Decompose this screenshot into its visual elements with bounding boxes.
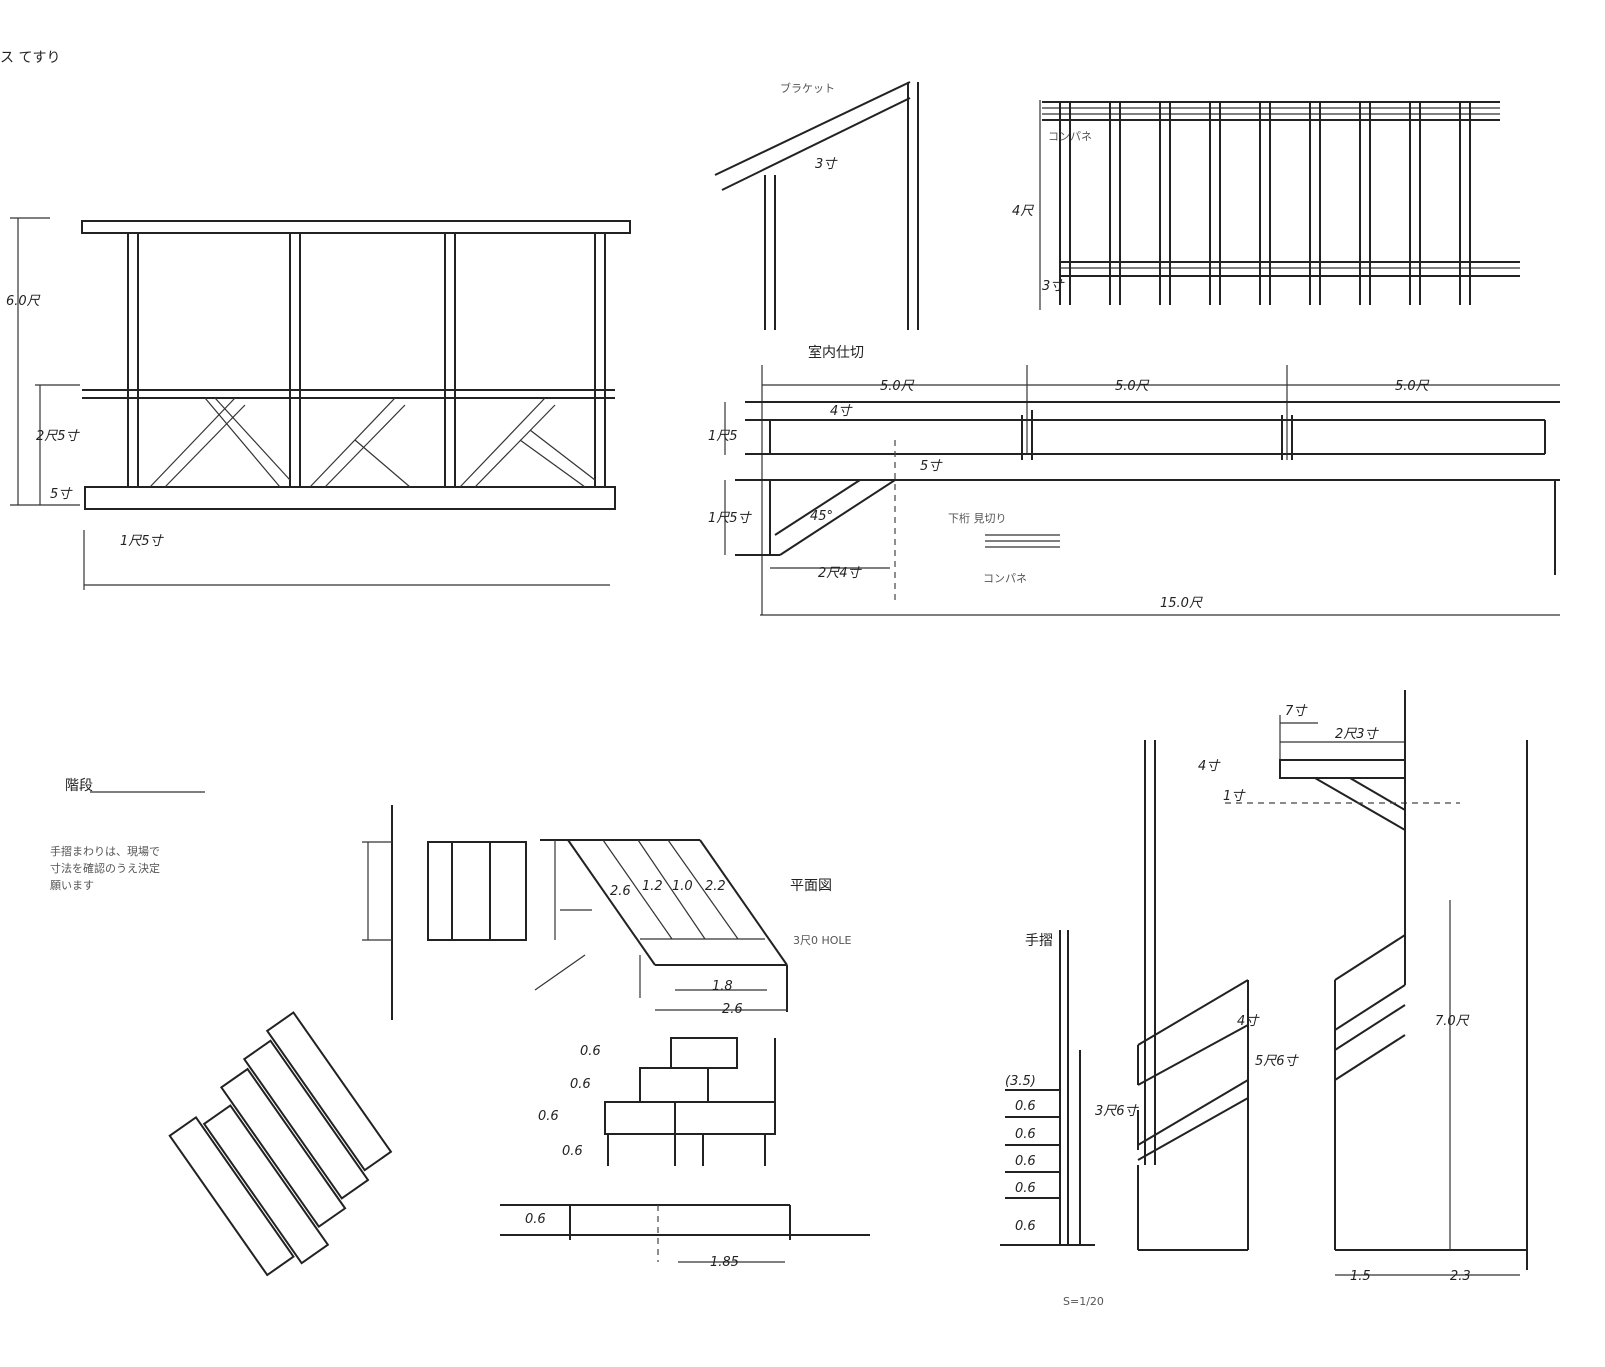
side-dim-6: 0.6 xyxy=(1015,1219,1036,1234)
rail-section: ブラケット 3寸 xyxy=(714,81,919,330)
top-offset-dim: 7寸 xyxy=(1285,704,1308,719)
total-dim: 15.0尺 xyxy=(1160,596,1203,611)
plan-width-dim: 1.8 xyxy=(712,979,733,994)
front-height-dim: 4尺 xyxy=(1012,204,1034,219)
hole-label: 3尺0 HOLE xyxy=(793,934,852,947)
railing-elevation: 6.0尺 2尺5寸 5寸 1尺5寸 xyxy=(6,217,631,590)
plan-total-dim: 2.6 xyxy=(722,1002,743,1017)
lower-height-dim: 1尺5寸 xyxy=(708,511,753,526)
rail-size-dim: 4寸 xyxy=(1237,1014,1260,1029)
height-dim: 6.0尺 xyxy=(6,294,41,309)
scale-label: S=1/20 xyxy=(1063,1295,1104,1308)
handrail-label: 手摺 xyxy=(1025,933,1053,949)
riser-dim-3: 0.6 xyxy=(538,1109,559,1124)
post-dim: 1尺5寸 xyxy=(120,534,165,549)
sheet-title: ス てすり xyxy=(0,50,60,66)
rail-front: コンパネ 4尺 3寸 xyxy=(1012,100,1520,310)
side-dim-5: 0.6 xyxy=(1015,1181,1036,1196)
span-1: 5.0尺 xyxy=(880,379,915,394)
side-dim-2: 0.6 xyxy=(1015,1099,1036,1114)
plan-label: 平面図 xyxy=(790,878,832,894)
bottom-dim-1: 1.5 xyxy=(1350,1269,1371,1284)
front-bottom-dim: 3寸 xyxy=(1042,279,1065,294)
side-dim-4: 0.6 xyxy=(1015,1154,1036,1169)
plan-dim-1: 2.6 xyxy=(610,884,631,899)
plan-dim-2: 1.2 xyxy=(642,879,663,894)
span-2: 5.0尺 xyxy=(1115,379,1150,394)
newel-height-dim: 5尺6寸 xyxy=(1255,1054,1300,1069)
total-height-dim: 7.0尺 xyxy=(1435,1014,1470,1029)
riser-dim-2: 0.6 xyxy=(570,1077,591,1092)
plan-dim-4: 2.2 xyxy=(705,879,726,894)
section-dim: 3寸 xyxy=(815,157,838,172)
stairs-title: 階段 xyxy=(65,778,93,794)
stairs-note-1: 手摺まわりは、現場で xyxy=(50,844,160,858)
bottom-dim-2: 2.3 xyxy=(1450,1269,1471,1284)
riser-dim-1: 0.6 xyxy=(580,1044,601,1059)
post-height-dim: 3尺6寸 xyxy=(1095,1104,1140,1119)
sill-panel-label: コンパネ xyxy=(983,572,1027,585)
stairs-drawings: 階段 手摺まわりは、現場で 寸法を確認のうえ決定 願います 2.6 1.2 1.… xyxy=(50,778,870,1277)
side-dim-1: (3.5) xyxy=(1005,1074,1036,1089)
stairs-note-2: 寸法を確認のうえ決定 xyxy=(50,861,160,875)
bottom-width-dim: 1.85 xyxy=(710,1255,739,1270)
side-dim-3: 0.6 xyxy=(1015,1127,1036,1142)
mid-gap-dim: 5寸 xyxy=(920,459,943,474)
bracket-height-dim: 4寸 xyxy=(1198,759,1221,774)
span-3: 5.0尺 xyxy=(1395,379,1430,394)
riser-dim-4: 0.6 xyxy=(562,1144,583,1159)
base-dim: 5寸 xyxy=(50,487,73,502)
bottom-dim: 0.6 xyxy=(525,1212,546,1227)
bracket-gap-dim: 1寸 xyxy=(1223,789,1246,804)
sill-label: 下桁 見切り xyxy=(948,511,1007,525)
stairs-note-3: 願います xyxy=(50,879,94,892)
plan-dim-3: 1.0 xyxy=(672,879,693,894)
partition-title: 室内仕切 xyxy=(808,344,864,361)
top-gap-dim: 4寸 xyxy=(830,404,853,419)
brace-dim: 2尺4寸 xyxy=(818,566,863,581)
panel-label: コンパネ xyxy=(1048,130,1092,143)
top-width-dim: 2尺3寸 xyxy=(1335,727,1380,742)
lower-height-dim: 2尺5寸 xyxy=(36,429,81,444)
angle-dim: 45° xyxy=(810,509,833,524)
bracket-label: ブラケット xyxy=(780,81,835,95)
stair-rail-elevation: 7寸 2尺3寸 4寸 1寸 4寸 3尺6寸 5尺6寸 7.0尺 1.5 2.3 xyxy=(1000,690,1528,1308)
partition-elevation: 室内仕切 5.0尺 5.0尺 5.0尺 4寸 5寸 1尺5 1尺5寸 45° 2… xyxy=(708,344,1560,616)
upper-height-dim: 1尺5 xyxy=(708,429,738,444)
